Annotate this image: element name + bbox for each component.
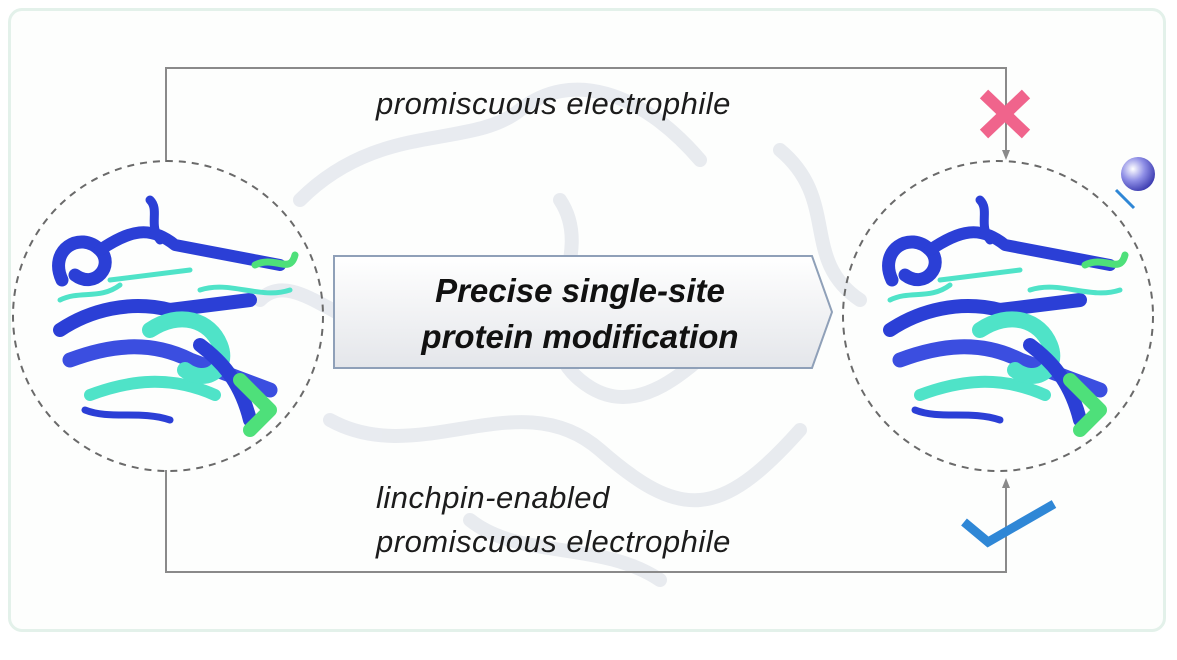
bottom-arrowhead: [1002, 478, 1010, 488]
top-arrowhead: [1002, 150, 1010, 160]
center-arrow-banner: [333, 255, 834, 369]
protein-right-circle: [842, 160, 1154, 472]
center-banner-line1: Precise single-site: [435, 272, 725, 309]
probe-linker: [1114, 188, 1136, 210]
center-banner-text: Precise single-site protein modification: [340, 268, 820, 360]
check-icon: [961, 500, 1057, 548]
protein-left: [12, 160, 324, 472]
bottom-path-label-line2: promiscuous electrophile: [376, 524, 731, 559]
protein-left-circle: [12, 160, 324, 472]
protein-right: [842, 160, 1154, 472]
top-path-label: promiscuous electrophile: [376, 86, 731, 121]
center-banner-line2: protein modification: [421, 318, 739, 355]
bottom-path-label: linchpin-enabled promiscuous electrophil…: [376, 476, 731, 564]
bottom-path-label-line1: linchpin-enabled: [376, 480, 610, 515]
probe-ball-icon: [1121, 157, 1155, 191]
cross-icon: [979, 89, 1031, 139]
